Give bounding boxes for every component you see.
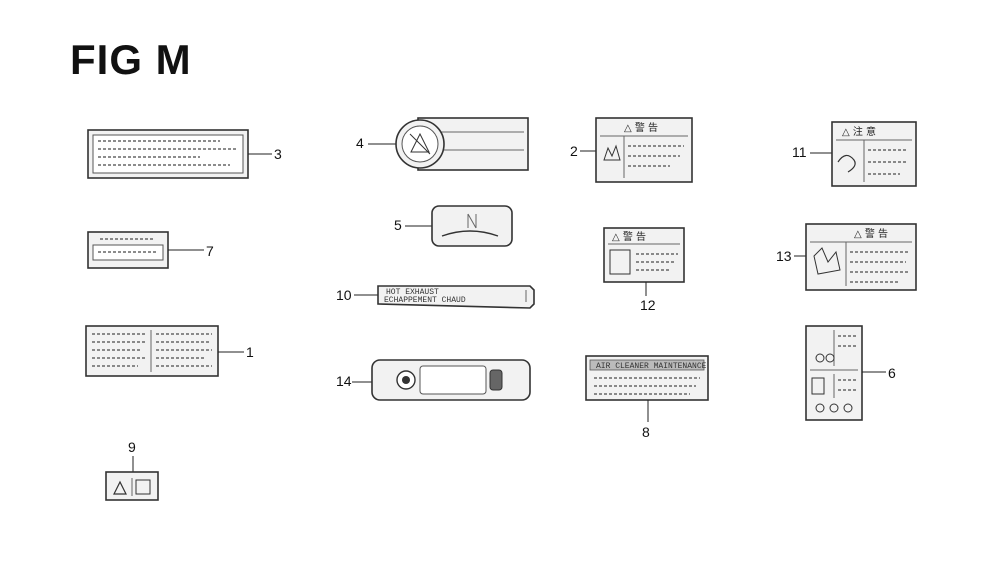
echappement-text: ECHAPPEMENT CHAUD [384,296,466,305]
callout-2: 2 [570,143,578,159]
callout-4: 4 [356,135,364,151]
callout-5: 5 [394,217,402,233]
figure-title: FIG M [70,36,192,83]
callout-8: 8 [642,424,650,440]
label-part-10: 10 HOT EXHAUST ECHAPPEMENT CHAUD [336,285,535,309]
callout-3: 3 [274,146,282,162]
callout-12: 12 [640,297,656,313]
label-part-7: 7 [87,231,214,269]
warning-jp-13: △ 警 告 [854,227,888,240]
label-part-6: 6 [805,325,896,421]
caution-jp-11: △ 注 意 [842,125,876,138]
callout-6: 6 [888,365,896,381]
label-part-1: 1 [85,325,254,377]
label-part-14: 14 [336,359,531,401]
label-part-13: 13 △ 警 告 [776,223,917,291]
air-cleaner-text: AIR CLEANER MAINTENANCE [596,362,707,371]
callout-13: 13 [776,248,792,264]
callout-10: 10 [336,287,352,303]
warning-jp-2: △ 警 告 [624,121,658,134]
label-part-9: 9 [105,439,159,501]
label-part-11: 11 △ 注 意 [792,121,917,187]
label-part-3: 3 [87,129,282,179]
label-part-2: 2 △ 警 告 [570,117,693,183]
warning-jp-12: △ 警 告 [612,230,646,243]
label-part-12: △ 警 告 12 [603,227,685,313]
hot-exhaust-text: HOT EXHAUST [386,288,439,297]
callout-11: 11 [792,144,807,160]
callout-9: 9 [128,439,136,455]
callout-7: 7 [206,243,214,259]
label-part-5: 5 [394,205,513,247]
callout-14: 14 [336,373,352,389]
label-part-8: AIR CLEANER MAINTENANCE 8 [585,355,709,440]
label-part-4: 4 [356,117,529,171]
callout-1: 1 [246,344,254,360]
